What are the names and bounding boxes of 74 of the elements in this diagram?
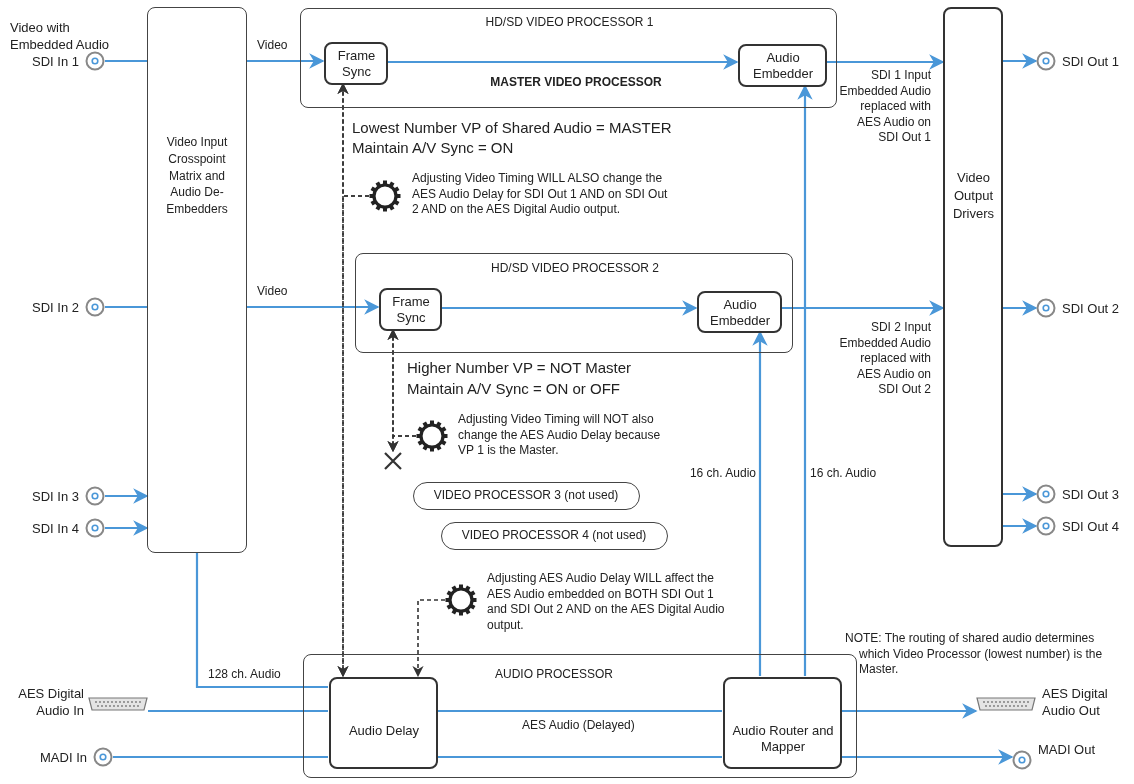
note-text: Higher Number VP = NOT Master (407, 358, 633, 378)
process-box (355, 253, 793, 353)
box-label: Frame Sync (391, 294, 431, 327)
port-label: SDI In 4 (31, 521, 79, 538)
note-text: NOTE: The routing of shared audio determines which Video Processor (lowest number) is the Master. (845, 631, 1104, 678)
box-label: Audio Router and Mapper (731, 723, 835, 756)
box-label: HD/SD VIDEO PROCESSOR 2 (489, 261, 660, 276)
knob-icon (445, 584, 477, 616)
signal-arrow (247, 53, 325, 69)
port-label: MADI In (39, 750, 87, 767)
box-label: Frame Sync (336, 48, 377, 81)
signal-arrow (752, 330, 768, 676)
box-label: Audio Delay (347, 723, 421, 740)
port-label: SDI Out 2 (1062, 301, 1121, 318)
signal-arrow (1003, 53, 1038, 69)
port-label: AES Digital Audio In (17, 686, 84, 720)
note-text: 16 ch. Audio (688, 466, 756, 482)
annotation-text: Adjusting Video Timing WILL ALSO change the AES Audio Delay for SDI Out 1 AND on SDI Out 2 AND on the AES Digital Audio output. (412, 171, 669, 218)
port-label: AES Digital Audio Out (1042, 686, 1109, 720)
process-box (329, 677, 438, 769)
annotation-text: Adjusting Video Timing will NOT also change the AES Audio Delay because VP 1 is the Master. (458, 412, 662, 459)
annotation-text: Adjusting AES Audio Delay WILL affect the AES Audio embedded on BOTH SDI Out 1 and SDI Out 2 AND on the AES Digital Audio output. (487, 571, 726, 634)
port-label: SDI In 2 (31, 300, 79, 317)
signal-arrow (841, 749, 1014, 765)
signal-arrow (105, 520, 149, 536)
dashed-connector (337, 195, 370, 678)
note-text: SDI 2 Input Embedded Audio replaced with AES Audio on SDI Out 2 (838, 320, 931, 398)
note-text: Maintain A/V Sync = ON or OFF (407, 379, 621, 399)
dashed-connector (412, 599, 446, 678)
process-box (300, 8, 837, 108)
note-text: Lowest Number VP of Shared Audio = MASTER (352, 118, 673, 138)
cross-mark (383, 451, 403, 471)
port-label: SDI Out 3 (1062, 487, 1121, 504)
dashed-connector (387, 435, 417, 453)
box-label: Video Input Crosspoint Matrix and Audio De-Embedders (165, 134, 229, 218)
process-box (379, 288, 442, 331)
signal-arrow (1003, 518, 1038, 534)
process-box (738, 44, 827, 87)
knob-icon (416, 420, 448, 452)
signal-arrow (105, 488, 149, 504)
note-text: 16 ch. Audio (810, 466, 878, 482)
signal-arrow (781, 300, 945, 316)
signal-arrow (1003, 486, 1038, 502)
port-label: SDI In 3 (31, 489, 79, 506)
box-label: AUDIO PROCESSOR (494, 667, 614, 682)
knob-icon (369, 180, 401, 212)
box-label: Video Output Drivers (951, 169, 996, 224)
signal-arrow (247, 299, 380, 315)
box-label: VIDEO PROCESSOR 4 (not used) (460, 528, 648, 543)
box-label: HD/SD VIDEO PROCESSOR 1 (484, 15, 655, 30)
box-subtitle: MASTER VIDEO PROCESSOR (489, 75, 663, 90)
signal-arrow (826, 54, 945, 70)
process-box (697, 291, 782, 333)
signal-arrow (387, 54, 739, 70)
process-box (324, 42, 388, 85)
note-text: Maintain A/V Sync = ON (352, 138, 515, 158)
process-box (723, 677, 842, 769)
port-label: SDI In 1 (31, 54, 79, 71)
note-text: Video with Embedded Audio (10, 20, 111, 54)
signal-arrow (441, 300, 698, 316)
box-label: VIDEO PROCESSOR 3 (not used) (432, 488, 620, 503)
port-label: SDI Out 1 (1062, 54, 1121, 71)
process-box (303, 654, 857, 778)
port-label: MADI Out (1038, 742, 1097, 759)
port-label: SDI Out 4 (1062, 519, 1121, 536)
process-box (147, 7, 247, 553)
signal-arrow (1003, 300, 1038, 316)
signal-arrow (797, 84, 813, 676)
box-label: Audio Embedder (709, 297, 771, 330)
edge-label: AES Audio (Delayed) (520, 718, 637, 734)
process-box (943, 7, 1003, 547)
signal-arrow (841, 703, 978, 719)
box-label: Audio Embedder (752, 50, 814, 83)
note-text: SDI 1 Input Embedded Audio replaced with AES Audio on SDI Out 1 (838, 68, 931, 146)
